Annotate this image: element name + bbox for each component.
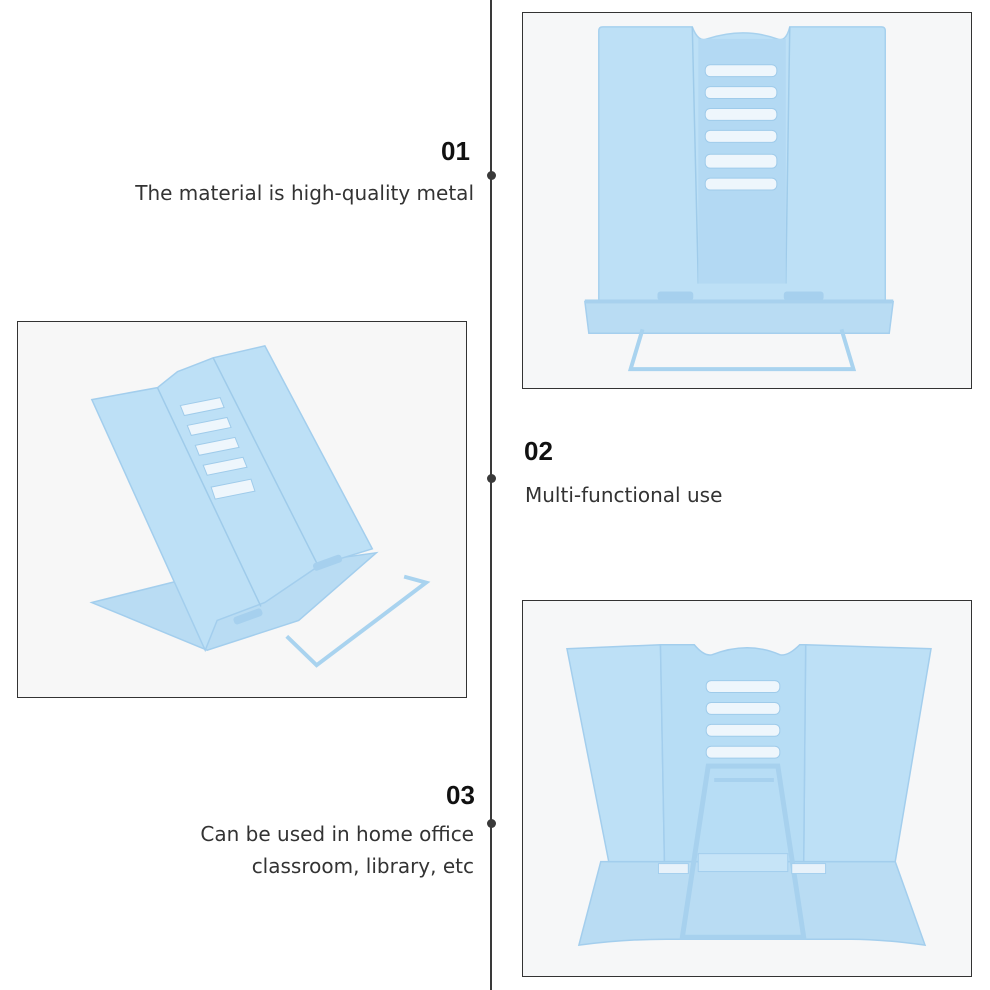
feature-number-02: 02 [524,436,553,466]
angled-view-photo [17,321,467,698]
front-view-photo [522,12,972,389]
feature-text-02: Multi-functional use [525,483,723,507]
feature-text-03-line2: classroom, library, etc [251,854,474,878]
timeline-dot-02 [487,474,496,483]
timeline-divider [490,0,492,990]
timeline-dot-03 [487,819,496,828]
feature-number-01: 01 [441,136,470,166]
back-view-photo [522,600,972,977]
bookstand-angled-illustration [18,322,466,697]
timeline-dot-01 [487,171,496,180]
feature-text-03-line1: Can be used in home office [200,822,474,846]
feature-text-03: Can be used in home office classroom, li… [200,818,474,882]
feature-text-01: The material is high-quality metal [135,181,474,205]
bookstand-front-illustration [523,13,971,388]
feature-number-03: 03 [446,780,475,810]
bookstand-back-illustration [523,601,971,976]
